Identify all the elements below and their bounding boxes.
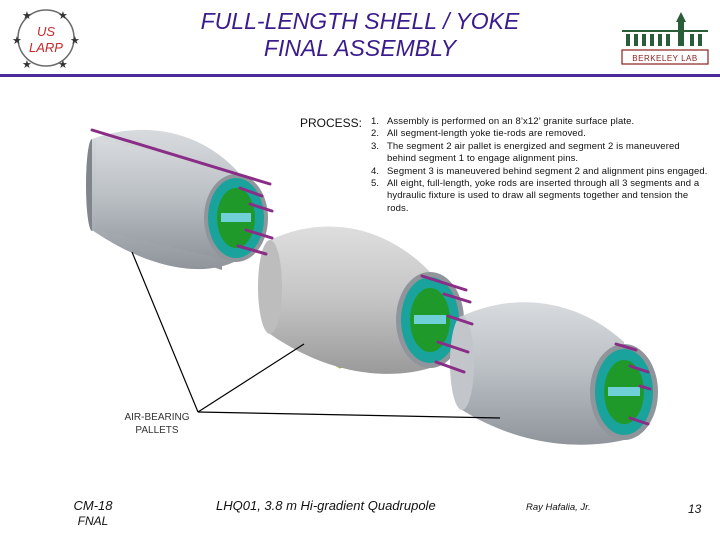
process-label: PROCESS: xyxy=(300,116,363,130)
svg-text:★: ★ xyxy=(58,58,68,70)
footer-title: LHQ01, 3.8 m Hi-gradient Quadrupole xyxy=(216,498,436,513)
svg-text:BERKELEY LAB: BERKELEY LAB xyxy=(632,54,697,63)
footer-cm: CM-18 xyxy=(73,498,113,513)
shell-segment-3 xyxy=(450,302,658,445)
page-title: FULL-LENGTH SHELL / YOKE FINAL ASSEMBLY xyxy=(160,8,560,62)
header-divider xyxy=(0,74,720,77)
svg-text:★: ★ xyxy=(22,9,32,22)
yoke-tie-rods xyxy=(90,128,652,426)
assembly-illustration xyxy=(0,80,720,500)
process-step-4: 4.Segment 3 is maneuvered behind segment… xyxy=(371,165,708,177)
svg-text:US: US xyxy=(37,24,55,39)
process-steps: 1.Assembly is performed on an 8’x12’ gra… xyxy=(371,116,711,215)
air-bearing-pallets-label: AIR-BEARING PALLETS xyxy=(124,412,190,436)
svg-text:★: ★ xyxy=(70,34,80,47)
process-step-5: 5.All eight, full-length, yoke rods are … xyxy=(371,178,700,214)
us-larp-logo: ★ ★ ★ ★ ★ ★ US LARP xyxy=(10,6,82,71)
title-line-1: FULL-LENGTH SHELL / YOKE xyxy=(200,8,520,34)
svg-text:LARP: LARP xyxy=(29,40,63,55)
title-line-2: FINAL ASSEMBLY xyxy=(263,35,457,61)
pallet-callout-lines xyxy=(131,251,501,419)
shell-segment-1 xyxy=(86,129,268,270)
shell-segment-2 xyxy=(258,226,464,374)
process-step-2: 2.All segment-length yoke tie-rods are r… xyxy=(371,128,586,140)
footer-lab: FNAL xyxy=(77,514,109,528)
page-number: 13 xyxy=(688,502,702,516)
process-step-1: 1.Assembly is performed on an 8’x12’ gra… xyxy=(371,116,635,127)
svg-text:★: ★ xyxy=(58,9,68,22)
svg-text:★: ★ xyxy=(12,34,22,47)
footer-meeting-id: CM-18 FNAL xyxy=(58,498,128,528)
footer-author: Ray Hafalia, Jr. xyxy=(526,502,591,513)
berkeley-lab-logo: BERKELEY LAB xyxy=(620,6,710,72)
process-step-3: 3.The segment 2 air pallet is energized … xyxy=(371,140,680,165)
svg-text:★: ★ xyxy=(22,58,32,70)
